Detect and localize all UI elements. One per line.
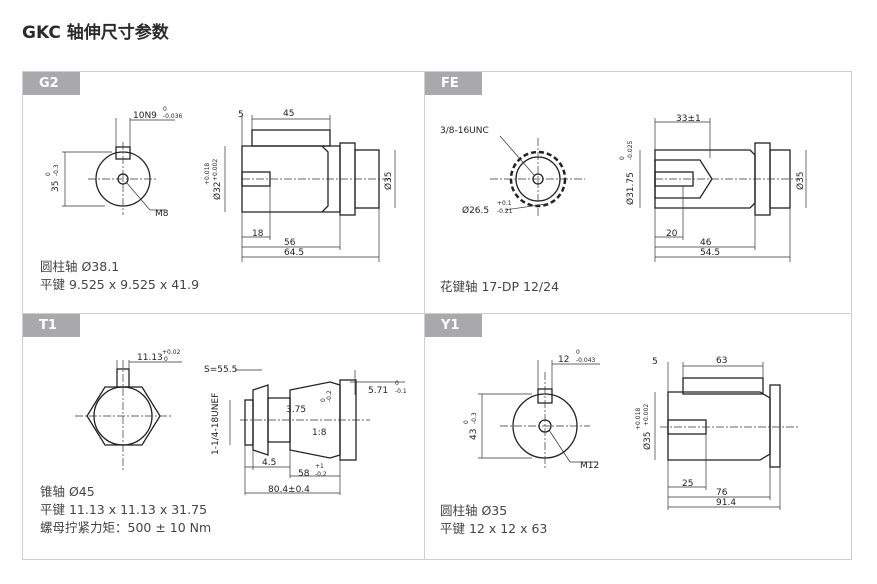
panel-tag-fe: FE — [425, 72, 482, 95]
g2-height-label: 35 — [51, 181, 61, 192]
g2-height-tol-low: -0.3 — [53, 164, 60, 176]
y1-height-tol-low: -0.3 — [471, 412, 478, 424]
y1-description: 圆柱轴 Ø35 平键 12 x 12 x 63 — [440, 502, 547, 538]
g2-diam35-label: Ø35 — [383, 171, 394, 190]
y1-d76-label: 76 — [716, 488, 728, 498]
y1-keyway-tol-up: 0 — [576, 349, 580, 356]
y1-diam35-label: Ø35 — [642, 431, 653, 450]
g2-side-view: 5 45 Ø32 +0.018 +0.002 Ø35 18 56 64.5 — [204, 109, 396, 262]
fe-d265-tol-low: -0.21 — [497, 208, 513, 215]
g2-height-tol-up: 0 — [45, 172, 52, 176]
t1-taper-label: 1:8 — [312, 428, 327, 438]
t1-desc-line-2: 平键 11.13 x 11.13 x 31.75 — [40, 502, 208, 517]
fe-unc-label: 3/8-16UNC — [440, 126, 489, 136]
y1-diam35-tol-low: +0.002 — [643, 404, 650, 426]
fe-diam35-label: Ø35 — [795, 171, 806, 190]
g2-top45-label: 45 — [283, 109, 294, 119]
fe-d46-label: 46 — [700, 238, 712, 248]
fe-d545-label: 54.5 — [700, 248, 720, 258]
y1-height-tol-up: 0 — [463, 420, 470, 424]
fe-d3175-tol-low: -0.025 — [627, 140, 634, 160]
fe-d20-label: 20 — [666, 229, 678, 239]
g2-desc-line-2: 平键 9.525 x 9.525 x 41.9 — [40, 277, 200, 292]
g2-diam32-tol-up: +0.018 — [204, 163, 211, 185]
y1-d25-label: 25 — [682, 479, 693, 489]
t1-d804-label: 80.4±0.4 — [268, 485, 310, 495]
g2-desc-line-1: 圆柱轴 Ø38.1 — [40, 259, 120, 274]
fe-d3175-tol-up: 0 — [619, 156, 626, 160]
t1-s-label: S=55.5 — [204, 365, 237, 375]
t1-desc-line-3: 螺母拧紧力矩：500 ± 10 Nm — [40, 520, 212, 535]
fe-d265-tol-up: +0.1 — [497, 200, 512, 207]
panel-tag-g2: G2 — [23, 72, 80, 95]
fe-front-view: 3/8-16UNC Ø26.5 +0.1 -0.21 — [440, 126, 585, 218]
y1-side-view: 5 63 Ø35 +0.018 +0.002 25 76 91.4 — [635, 356, 800, 510]
t1-d375-tol-low: -0.2 — [326, 390, 333, 402]
t1-front-view: 11.13 +0.02 0 — [75, 349, 182, 470]
g2-thread-label: M8 — [155, 209, 169, 219]
g2-keyway-tol-low: -0.036 — [163, 113, 183, 120]
panel-tag-t1: T1 — [23, 314, 80, 337]
g2-d56-label: 56 — [284, 238, 296, 248]
t1-key-tol-low: 0 — [164, 356, 168, 363]
g2-keyway-label: 10N9 — [133, 111, 157, 121]
t1-d571-tol-low: -0.1 — [395, 388, 407, 395]
t1-key-label: 11.13 — [137, 353, 163, 363]
t1-d375-tol-up: 0 — [320, 398, 327, 402]
y1-top63-label: 63 — [716, 356, 727, 366]
t1-description: 锥轴 Ø45 平键 11.13 x 11.13 x 31.75 螺母拧紧力矩：5… — [40, 483, 211, 537]
y1-front-view: 12 0 -0.043 43 0 -0.3 M12 — [463, 349, 600, 471]
fe-desc-line-1: 花键轴 17-DP 12/24 — [440, 279, 560, 294]
panels-frame — [22, 71, 852, 560]
g2-front-view: 10N9 0 -0.036 35 0 -0.3 M8 — [45, 106, 183, 219]
panel-tag-y1: Y1 — [425, 314, 482, 337]
t1-d58-tol-up: +1 — [315, 463, 324, 470]
g2-d645-label: 64.5 — [284, 248, 304, 258]
y1-top5-label: 5 — [652, 357, 658, 367]
t1-key-tol-up: +0.02 — [162, 349, 181, 356]
g2-diam32-label: Ø32 — [212, 181, 223, 200]
g2-keyway-tol-up: 0 — [163, 106, 167, 113]
fe-d3175-label: Ø31.75 — [625, 172, 636, 205]
g2-d18-label: 18 — [252, 229, 264, 239]
y1-d914-label: 91.4 — [716, 498, 736, 508]
fe-side-view: 33±1 Ø31.75 0 -0.025 Ø35 20 46 54.5 — [619, 114, 807, 262]
t1-side-view: S=55.5 1-1/4-18UNEF 3.75 0 -0.2 5.71 0 -… — [204, 365, 407, 495]
panel-divider-vertical — [424, 71, 425, 560]
fe-description: 花键轴 17-DP 12/24 — [440, 278, 559, 296]
t1-d571-tol-up: 0 — [395, 380, 399, 387]
t1-d45-label: 4.5 — [262, 458, 276, 468]
y1-height-label: 43 — [469, 429, 479, 440]
y1-diam35-tol-up: +0.018 — [635, 408, 642, 430]
y1-keyway-tol-low: -0.043 — [576, 357, 596, 364]
fe-d265-label: Ø26.5 — [462, 205, 489, 216]
y1-keyway-label: 12 — [558, 355, 569, 365]
g2-top5-label: 5 — [238, 110, 244, 120]
y1-desc-line-2: 平键 12 x 12 x 63 — [440, 521, 548, 536]
t1-d375-label: 3.75 — [286, 405, 306, 415]
y1-thread-label: M12 — [580, 461, 599, 471]
t1-desc-line-1: 锥轴 Ø45 — [40, 484, 95, 499]
t1-d58-label: 58 — [298, 469, 310, 479]
t1-d58-tol-low: -0.2 — [315, 471, 327, 478]
g2-description: 圆柱轴 Ø38.1 平键 9.525 x 9.525 x 41.9 — [40, 258, 199, 294]
t1-d571-label: 5.71 — [368, 386, 388, 396]
g2-diam32-tol-low: +0.002 — [212, 159, 219, 181]
t1-unef-label: 1-1/4-18UNEF — [211, 393, 221, 455]
panel-divider-horizontal — [22, 313, 852, 314]
y1-desc-line-1: 圆柱轴 Ø35 — [440, 503, 508, 518]
fe-d33-label: 33±1 — [676, 114, 701, 124]
page-title: GKC 轴伸尺寸参数 — [22, 23, 169, 43]
